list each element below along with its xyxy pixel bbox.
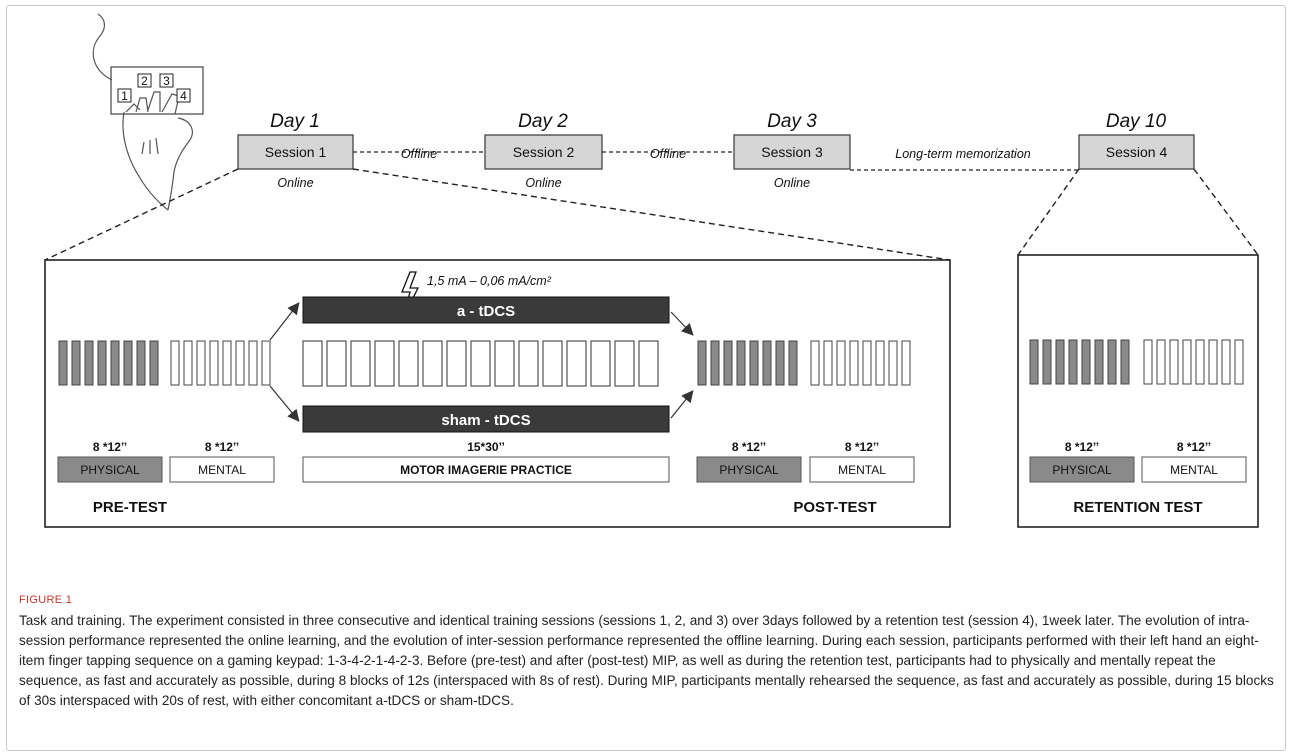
post-mental-label: MENTAL <box>838 463 886 477</box>
sham-label: sham - tDCS <box>441 412 530 429</box>
figure-caption: Task and training. The experiment consis… <box>19 613 1274 708</box>
pre-mental-blocks <box>170 340 271 386</box>
session-2-mode: Online <box>525 176 561 190</box>
pre-physical-label: PHYSICAL <box>80 463 140 477</box>
arrow-to-atdcs <box>269 302 300 341</box>
atdcs-bar <box>302 296 670 324</box>
post-mental-box <box>809 456 915 483</box>
timeline: Day 1 Session 1 Online Offline Day 2 Ses… <box>237 111 1195 190</box>
retention-mental-duration: 8 *12’’ <box>1177 440 1211 454</box>
pre-physical-box <box>57 456 163 483</box>
pre-test-title: PRE-TEST <box>93 499 167 516</box>
post-mental-duration: 8 *12’’ <box>845 440 879 454</box>
key-4-label: 4 <box>180 89 187 103</box>
post-physical-blocks <box>697 340 798 386</box>
retention-panel <box>1017 254 1259 528</box>
post-test-title: POST-TEST <box>793 499 876 516</box>
key-4 <box>176 88 191 103</box>
post-physical-label: PHYSICAL <box>719 463 779 477</box>
pre-mental-label: MENTAL <box>198 463 246 477</box>
atdcs-label: a - tDCS <box>457 303 515 320</box>
arrow-from-sham <box>670 390 694 419</box>
day-3-label: Day 3 <box>767 111 817 132</box>
retention-physical-blocks <box>1029 339 1130 385</box>
session-3-mode: Online <box>774 176 810 190</box>
mip-label: MOTOR IMAGERIE PRACTICE <box>400 463 572 477</box>
day-10-label: Day 10 <box>1106 111 1167 132</box>
session-2-label: Session 2 <box>513 144 575 160</box>
retention-physical-label: PHYSICAL <box>1052 463 1112 477</box>
figure-frame <box>6 5 1286 751</box>
session-1-label: Session 1 <box>265 144 327 160</box>
session-3-label: Session 3 <box>761 144 823 160</box>
retention-mental-box <box>1141 456 1247 483</box>
keypad-keys: 1 2 3 4 <box>117 73 191 103</box>
retention-physical-duration: 8 *12’’ <box>1065 440 1099 454</box>
day-1-label: Day 1 <box>270 111 320 132</box>
experiment-diagram: 1 2 3 4 Day 1 Session 1 Online Offline D… <box>44 13 1259 528</box>
zoom-lines <box>44 168 1259 261</box>
key-1-label: 1 <box>121 89 128 103</box>
hand-keypad-icon <box>92 13 204 211</box>
retention-mental-blocks <box>1143 339 1244 385</box>
session-2-box <box>484 134 603 170</box>
key-2 <box>137 73 152 88</box>
pre-physical-blocks <box>58 340 159 386</box>
gap-1-label: Offline <box>401 147 437 161</box>
session-1-mode: Online <box>277 176 313 190</box>
post-mental-blocks <box>810 340 911 386</box>
session-4-box <box>1078 134 1195 170</box>
mip-blocks <box>302 340 659 387</box>
session-detail-panel <box>44 259 951 528</box>
session-4-label: Session 4 <box>1106 144 1168 160</box>
mip-box <box>302 456 670 483</box>
retention-test-title: RETENTION TEST <box>1073 499 1202 516</box>
mip-duration: 15*30’’ <box>467 440 505 454</box>
key-2-label: 2 <box>141 74 148 88</box>
key-1 <box>117 88 132 103</box>
sham-bar <box>302 405 670 433</box>
key-3-label: 3 <box>163 74 170 88</box>
gap-2-label: Offline <box>650 147 686 161</box>
figure-label: FIGURE 1 <box>19 594 73 606</box>
retention-physical-box <box>1029 456 1135 483</box>
post-physical-duration: 8 *12’’ <box>732 440 766 454</box>
pre-mental-duration: 8 *12’’ <box>205 440 239 454</box>
pre-mental-box <box>169 456 275 483</box>
arrow-to-sham <box>269 385 300 422</box>
session-1-box <box>237 134 354 170</box>
key-3 <box>159 73 174 88</box>
retention-mental-label: MENTAL <box>1170 463 1218 477</box>
gap-3-label: Long-term memorization <box>895 147 1031 161</box>
post-physical-box <box>696 456 802 483</box>
pre-physical-duration: 8 *12’’ <box>93 440 127 454</box>
arrow-from-atdcs <box>670 311 694 336</box>
session-3-box <box>733 134 851 170</box>
current-label: 1,5 mA – 0,06 mA/cm² <box>427 274 552 288</box>
day-2-label: Day 2 <box>518 111 568 132</box>
